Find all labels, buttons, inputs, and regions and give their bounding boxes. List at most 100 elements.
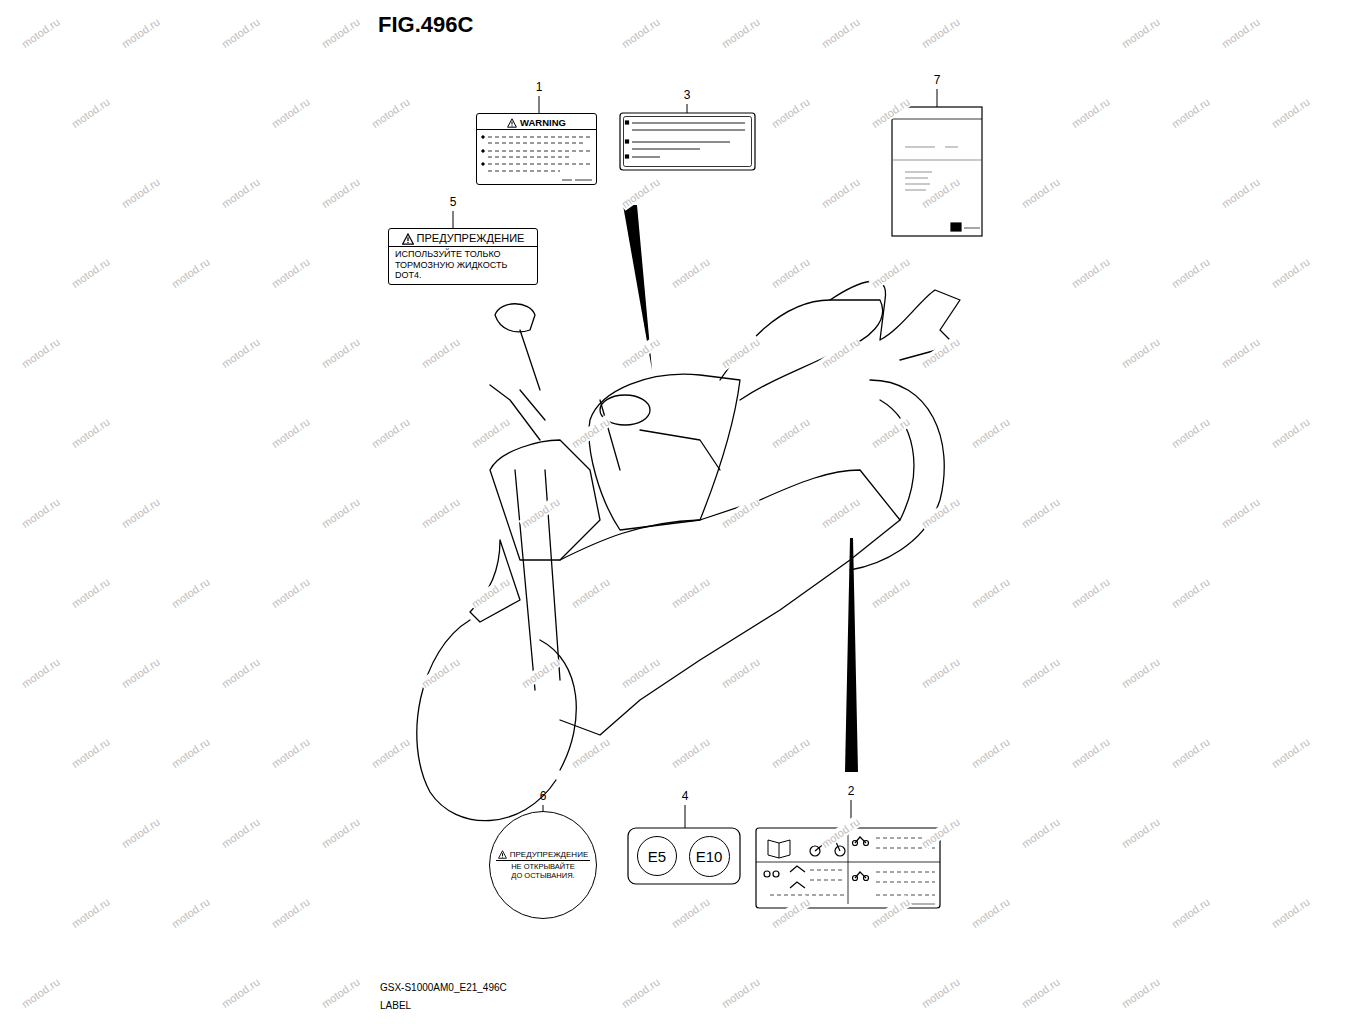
rear-wheel <box>850 380 944 570</box>
warning-label-lines <box>482 136 592 180</box>
label-holder: motod.ru <box>816 332 864 373</box>
label-holder: motod.ru <box>316 492 364 533</box>
label-holder: motod.ru <box>716 972 764 1013</box>
label-holder: motod.ru <box>466 572 514 613</box>
watermark-text: motod.ru <box>269 735 313 771</box>
label-holder: motod.ru <box>166 252 214 293</box>
watermark-text: motod.ru <box>769 895 813 931</box>
watermark-text: motod.ru <box>1269 255 1313 291</box>
label-content: ПРЕДУПРЕЖДЕНИЕНЕ ОТКРЫВАЙТЕ ДО ОСТЫВАНИЯ… <box>496 850 590 881</box>
manual-outline <box>892 107 982 236</box>
label-holder: motod.ru <box>1116 972 1164 1013</box>
label-holder: motod.ru <box>816 12 864 53</box>
label-holder: motod.ru <box>916 172 964 213</box>
warning-mark <box>511 125 512 126</box>
label-holder: motod.ru <box>1116 332 1164 373</box>
label-holder: motod.ru <box>316 332 364 373</box>
fuel-grade-circle: E10 <box>689 836 730 877</box>
warning-triangle <box>402 234 413 244</box>
label-holder: 6 <box>531 786 555 804</box>
manual-text-lines <box>892 147 982 190</box>
watermark-text: motod.ru <box>569 415 613 451</box>
fuel-grade-circle: E5 <box>637 836 677 876</box>
grid-lines <box>756 832 940 904</box>
watermark-text: motod.ru <box>319 975 363 1011</box>
warning-label: WARNING <box>476 113 597 185</box>
label-holder: motod.ru <box>1266 252 1314 293</box>
fuel-grade-mark: E10 <box>696 848 723 865</box>
label-holder: motod.ru <box>1216 492 1264 533</box>
label-holder: motod.ru <box>66 572 114 613</box>
watermark-text: motod.ru <box>719 975 763 1011</box>
watermark-text: motod.ru <box>569 575 613 611</box>
label-outline <box>620 113 755 170</box>
leader-line <box>937 89 938 107</box>
label-holder: motod.ru <box>666 892 714 933</box>
watermark-text: motod.ru <box>119 495 163 531</box>
label-holder: motod.ru <box>316 172 364 213</box>
rider-icon <box>790 866 805 888</box>
text-block: E5 <box>648 848 666 865</box>
watermark-text: motod.ru <box>1219 175 1263 211</box>
label-holder: motod.ru <box>16 972 64 1013</box>
watermark-text: motod.ru <box>919 815 963 851</box>
watermark-text: motod.ru <box>269 95 313 131</box>
headlight-cowl <box>490 440 600 560</box>
watermark-text: motod.ru <box>19 655 63 691</box>
watermark-text: motod.ru <box>119 15 163 51</box>
label-holder: motod.ru <box>866 572 914 613</box>
text-block: ПРЕДУПРЕЖДЕНИЕ <box>389 232 537 247</box>
label-holder: motod.ru <box>116 812 164 853</box>
bike-icon <box>855 837 866 843</box>
text-lines <box>632 123 745 157</box>
label-holder: motod.ru <box>716 492 764 533</box>
label-holder: motod.ru <box>816 172 864 213</box>
watermark-text: motod.ru <box>369 415 413 451</box>
watermark-text: motod.ru <box>469 575 513 611</box>
watermark-text: motod.ru <box>19 15 63 51</box>
label-holder: motod.ru <box>716 12 764 53</box>
watermark-text: motod.ru <box>669 735 713 771</box>
label-holder: motod.ru <box>616 12 664 53</box>
label-holder: motod.ru <box>916 812 964 853</box>
label-holder: motod.ru <box>216 812 264 853</box>
watermark-text: motod.ru <box>769 415 813 451</box>
label-holder: motod.ru <box>766 732 814 773</box>
watermark-text: motod.ru <box>269 895 313 931</box>
pointer-wedges <box>623 205 858 772</box>
watermark-text: motod.ru <box>1019 975 1063 1011</box>
fuel-tank <box>589 374 740 530</box>
label-holder: motod.ru <box>116 652 164 693</box>
warning-mark <box>502 856 503 857</box>
text-block: E10 <box>696 848 723 865</box>
watermark-text: motod.ru <box>619 335 663 371</box>
watermark-text: motod.ru <box>719 15 763 51</box>
watermark-text: motod.ru <box>269 255 313 291</box>
warning-mark <box>511 121 512 124</box>
front-wheel <box>417 620 556 821</box>
label-holder: motod.ru <box>216 332 264 373</box>
label-holder: motod.ru <box>166 892 214 933</box>
watermark-text: motod.ru <box>1069 575 1113 611</box>
label-holder: motod.ru <box>366 732 414 773</box>
label-holder: motod.ru <box>1166 92 1214 133</box>
label-holder: motod.ru <box>1216 12 1264 53</box>
watermark-text: motod.ru <box>1119 975 1163 1011</box>
text-block: ПРЕДУПРЕЖДЕНИЕ <box>496 850 590 862</box>
text-lines <box>770 838 935 895</box>
bullet <box>482 150 485 153</box>
watermark-text: motod.ru <box>1019 175 1063 211</box>
label-inner <box>624 117 752 167</box>
fuel-label-outline <box>628 828 740 884</box>
watermark-text: motod.ru <box>919 495 963 531</box>
small-print <box>562 180 592 181</box>
text-block: ИСПОЛЬЗУЙТЕ ТОЛЬКО ТОРМОЗНУЮ ЖИДКОСТЬ DO… <box>395 249 531 280</box>
watermark-text: motod.ru <box>169 255 213 291</box>
leader-line <box>687 104 688 113</box>
label-content: E10 <box>696 846 723 865</box>
label-holder: motod.ru <box>1066 572 1114 613</box>
watermark-text: motod.ru <box>1269 415 1313 451</box>
label-holder: motod.ru <box>816 492 864 533</box>
label-holder: motod.ru <box>866 92 914 133</box>
